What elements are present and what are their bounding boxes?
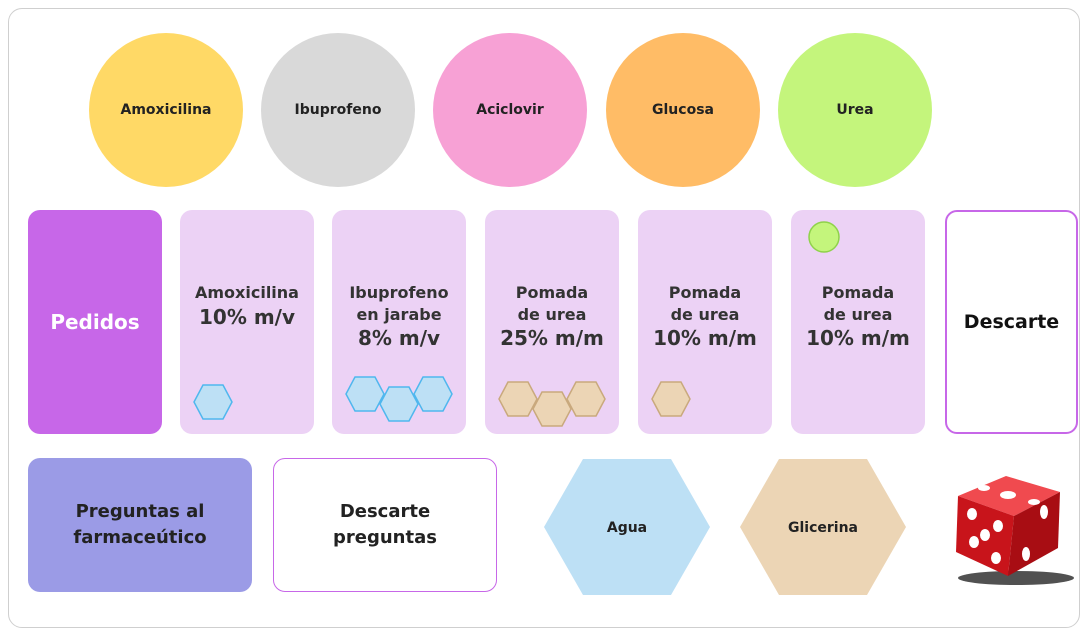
order-name: Pomada [515, 283, 589, 302]
agua-token[interactable] [192, 383, 234, 421]
order-name: Amoxicilina [195, 283, 299, 302]
glicerina-token[interactable] [531, 390, 573, 428]
ingredient-aciclovir[interactable]: Aciclovir [433, 33, 587, 187]
order-name: Pomada [821, 283, 895, 302]
glicerina-token[interactable] [565, 380, 607, 418]
ingredient-label: Glucosa [652, 102, 714, 118]
ingredient-glucosa[interactable]: Glucosa [606, 33, 760, 187]
order-card[interactable]: Amoxicilina 10% m/v [180, 210, 314, 434]
descarte-preguntas-pile[interactable]: Descarte preguntas [273, 458, 497, 592]
pedidos-label: Pedidos [50, 310, 140, 334]
order-concentration: 10% m/v [198, 304, 295, 329]
order-name: Ibuprofeno [349, 283, 449, 302]
order-name: Pomada [668, 283, 742, 302]
order-card[interactable]: Pomada de urea 10% m/m [638, 210, 772, 434]
descarte-preguntas-label: Descarte [339, 500, 431, 522]
ingredient-label: Aciclovir [476, 102, 544, 118]
descarte-preguntas-label: preguntas [333, 527, 437, 548]
descarte-pile[interactable]: Descarte [945, 210, 1078, 434]
preguntas-label: farmaceútico [73, 527, 207, 548]
ingredient-label: Urea [836, 102, 874, 118]
agua-token[interactable] [378, 385, 420, 423]
glicerina-token[interactable] [497, 380, 539, 418]
order-card[interactable]: Pomada de urea 10% m/m [791, 210, 925, 434]
order-card[interactable]: Pomada de urea 25% m/m [485, 210, 619, 434]
order-card[interactable]: Ibuprofeno en jarabe 8% m/v [332, 210, 466, 434]
order-concentration: 25% m/m [500, 326, 604, 351]
glicerina-label: Glicerina [788, 520, 858, 536]
ingredient-label: Ibuprofeno [294, 102, 382, 118]
ingredient-amoxicilina[interactable]: Amoxicilina [89, 33, 243, 187]
preguntas-label: Preguntas al [75, 500, 205, 522]
preguntas-deck[interactable]: Preguntas al farmaceútico [28, 458, 252, 592]
order-concentration: 8% m/v [357, 326, 441, 351]
descarte-label: Descarte [963, 311, 1060, 333]
agua-token[interactable] [344, 375, 386, 413]
ingredient-urea[interactable]: Urea [778, 33, 932, 187]
glicerina-token[interactable] [650, 380, 692, 418]
agua-deposit[interactable]: Agua [543, 458, 711, 596]
pedidos-deck[interactable]: Pedidos [28, 210, 162, 434]
dice-icon[interactable] [948, 466, 1076, 588]
order-concentration: 10% m/m [653, 326, 757, 351]
order-name: de urea [670, 304, 740, 324]
order-concentration: 10% m/m [806, 326, 910, 351]
agua-label: Agua [607, 520, 647, 536]
ingredient-label: Amoxicilina [120, 102, 212, 118]
order-name: de urea [517, 304, 587, 324]
order-name: de urea [823, 304, 893, 324]
glicerina-deposit[interactable]: Glicerina [739, 458, 907, 596]
ingredient-ibuprofeno[interactable]: Ibuprofeno [261, 33, 415, 187]
order-name: en jarabe [356, 304, 442, 324]
agua-token[interactable] [412, 375, 454, 413]
urea-token[interactable] [807, 220, 841, 254]
